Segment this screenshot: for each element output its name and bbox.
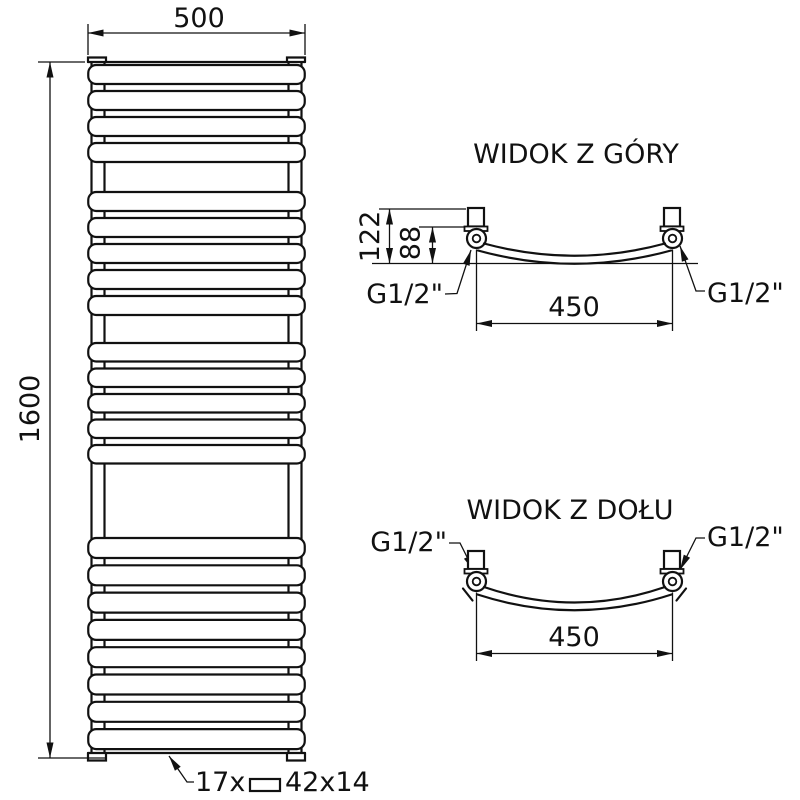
tube-bar <box>87 115 306 138</box>
bottom-notch-right <box>285 751 307 762</box>
dim450-top-label: 450 <box>548 292 600 323</box>
tube-bar <box>87 727 306 751</box>
g12-label-bottom-left: G1/2" <box>370 527 447 558</box>
tube-bar <box>87 294 306 317</box>
tube-bar <box>87 63 306 86</box>
bracket-top-left <box>466 206 486 228</box>
top-view-title: WIDOK Z GÓRY <box>473 138 679 170</box>
g12-leader-top-left <box>444 249 472 295</box>
g12-leader-bottom-right <box>679 537 705 571</box>
bottom-view: WIDOK Z DOŁU G1/2" G1/2" 450 <box>370 495 784 661</box>
bottom-view-title: WIDOK Z DOŁU <box>466 495 673 526</box>
tube-bar <box>87 618 306 642</box>
tube-bar <box>87 443 306 465</box>
bracket-bottom-left <box>466 549 486 571</box>
tube-bars-group <box>87 63 306 751</box>
connection-hole-bottom-left <box>471 576 482 587</box>
tube-bar <box>87 190 306 213</box>
front-view-dimensions: 500 1600 17x 42x14 <box>15 3 370 798</box>
dim450-bottom-label: 450 <box>548 622 600 653</box>
tube-end-stub-right <box>675 587 688 602</box>
tube-bar <box>87 141 306 164</box>
tube-bar <box>87 242 306 265</box>
dim88-label: 88 <box>396 226 427 260</box>
bottom-notch-left <box>86 751 108 762</box>
connection-hole-top-right <box>667 233 678 244</box>
curved-tube-top-outer <box>482 242 667 257</box>
connection-hole-bottom-right <box>667 576 678 587</box>
g12-label-bottom-right: G1/2" <box>707 522 784 553</box>
top-notch-right <box>285 56 307 64</box>
tube-bar <box>87 646 306 669</box>
tube-bar <box>87 89 306 112</box>
tube-bar <box>87 268 306 291</box>
height-dim-label: 1600 <box>15 375 46 444</box>
tube-bar <box>87 673 306 696</box>
profile-symbol-icon <box>248 777 282 793</box>
tube-bar <box>87 367 306 389</box>
width-dim-label: 500 <box>173 3 225 34</box>
bracket-top-right <box>662 206 682 228</box>
tube-bar <box>87 564 306 587</box>
g12-leader-top-right <box>679 245 705 292</box>
bracket-bottom-right <box>662 549 682 571</box>
tube-bar <box>87 216 306 239</box>
radiator-front-view <box>86 56 307 762</box>
g12-label-top-right: G1/2" <box>707 278 784 309</box>
tube-end-stub-left <box>461 587 474 602</box>
dim122-label: 122 <box>355 211 386 263</box>
tube-bar <box>87 591 306 614</box>
tube-bar <box>87 418 306 440</box>
curved-tube-bottom-outer <box>482 585 667 604</box>
tube-profile-label: 42x14 <box>285 767 370 798</box>
connection-hole-top-left <box>471 233 482 244</box>
curved-tube-bottom-inner <box>476 593 673 612</box>
tube-count-label: 17x <box>195 767 245 798</box>
tube-bar <box>87 341 306 363</box>
g12-label-top-left: G1/2" <box>366 279 443 310</box>
top-view: WIDOK Z GÓRY 122 88 450 G1/2" G1/2" <box>355 138 784 331</box>
tube-bar <box>87 536 306 560</box>
tube-bar <box>87 700 306 723</box>
curved-tube-top-inner <box>476 249 673 265</box>
tube-callout-leader <box>168 755 194 783</box>
tube-bar <box>87 392 306 414</box>
top-notch-left <box>86 56 108 64</box>
